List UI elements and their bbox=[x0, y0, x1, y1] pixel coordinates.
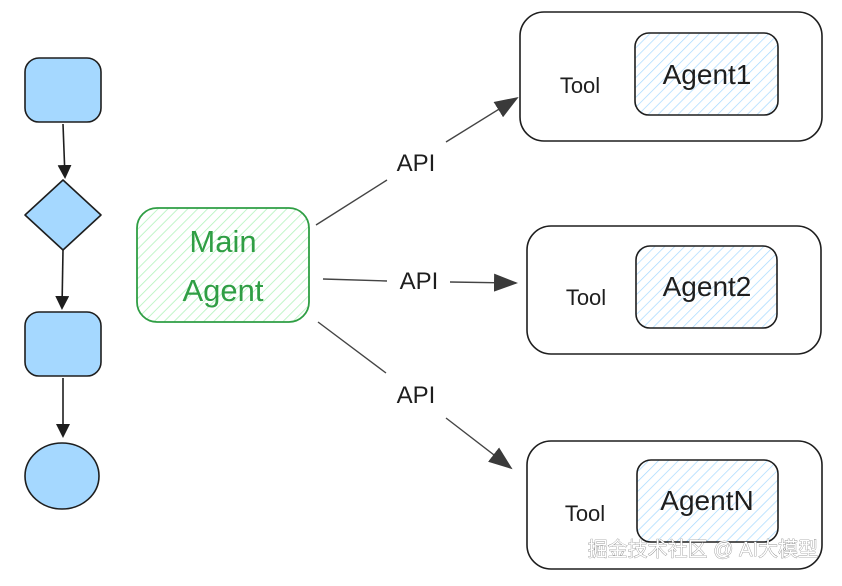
main-agent-node: Main Agent bbox=[136, 207, 310, 323]
tool-label-1: Tool bbox=[560, 73, 600, 98]
edge-api-2-segment-b bbox=[449, 273, 518, 292]
tool-node-3: Tool AgentN bbox=[526, 440, 823, 570]
tool-label-2: Tool bbox=[566, 285, 606, 310]
edge-api-1-segment-b bbox=[445, 96, 519, 143]
flow-process-box-1 bbox=[24, 57, 102, 123]
flow-arrow-1 bbox=[57, 123, 72, 179]
edge-api-3-segment-b bbox=[445, 417, 513, 470]
flow-process-box-2 bbox=[24, 311, 102, 377]
watermark-text: 掘金技术社区 @ AI大模型 bbox=[588, 538, 818, 561]
edge-api-2-label: API bbox=[400, 268, 439, 295]
edge-api-1-label: API bbox=[397, 150, 436, 177]
agent-box-1 bbox=[634, 32, 779, 116]
agent-label-1: Agent1 bbox=[663, 59, 752, 90]
flow-arrow-2 bbox=[55, 249, 70, 310]
tool-label-3: Tool bbox=[565, 501, 605, 526]
edge-api-3-segment-a bbox=[317, 321, 387, 374]
tool-node-1: Tool Agent1 bbox=[519, 11, 823, 142]
agent-label-2: Agent2 bbox=[663, 271, 752, 302]
agent-box-3 bbox=[636, 459, 779, 543]
tool-node-2: Tool Agent2 bbox=[526, 225, 822, 355]
edge-api-3-label: API bbox=[397, 382, 436, 409]
main-agent-box bbox=[136, 207, 310, 323]
agent-label-3: AgentN bbox=[660, 485, 753, 516]
edge-api-1-segment-a bbox=[315, 179, 388, 226]
edges-group: API API API bbox=[315, 96, 519, 470]
agent-box-2 bbox=[635, 245, 778, 329]
flowchart-group bbox=[24, 57, 102, 510]
edge-api-2-segment-a bbox=[322, 278, 388, 282]
main-agent-label-line2: Agent bbox=[182, 273, 263, 308]
main-agent-label-line1: Main bbox=[189, 224, 256, 259]
flow-terminal-circle bbox=[24, 442, 100, 510]
flow-decision-diamond bbox=[24, 179, 102, 251]
